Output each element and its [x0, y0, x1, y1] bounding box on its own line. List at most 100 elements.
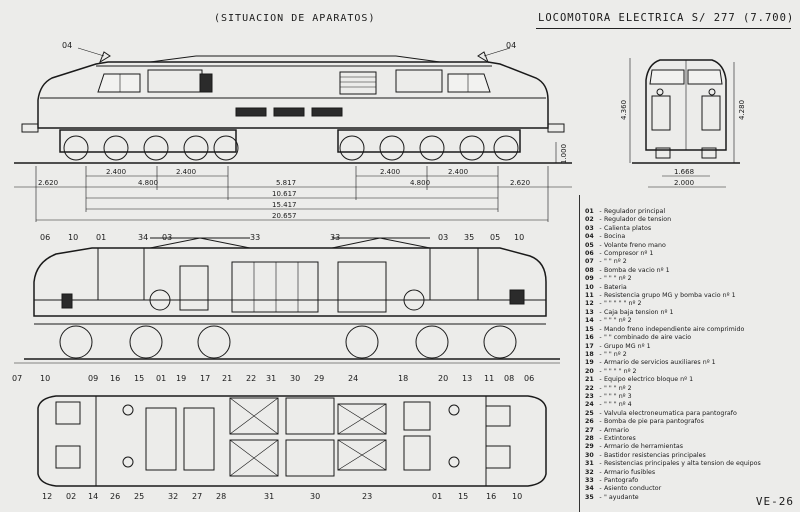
legend-code: 24 — [585, 401, 594, 409]
legend-code: 13 — [585, 308, 594, 316]
legend-code: 10 — [585, 283, 594, 291]
legend-code: 15 — [585, 325, 594, 333]
plan-callout-14: 14 — [88, 492, 98, 501]
elev-callout-03: 03 — [162, 233, 172, 242]
elevation-wheels — [59, 325, 517, 359]
plan-callout-31-bottom: 31 — [264, 492, 274, 501]
legend-item: 16-" " combinado de aire vacio — [585, 334, 797, 342]
dim-overhang-right: 2.620 — [510, 179, 530, 187]
plan-box-31b — [229, 439, 279, 477]
legend-dash: - — [599, 334, 602, 342]
plan-callout-12: 12 — [42, 492, 52, 501]
legend-item: 20-" " " " nº 2 — [585, 368, 797, 376]
plan-callout-15: 15 — [134, 374, 144, 383]
legend-text: Equipo electrico bloque nº 1 — [604, 376, 694, 384]
plan-callout-20: 20 — [438, 374, 448, 383]
pantograph-right — [331, 237, 431, 249]
legend-code: 09 — [585, 275, 594, 283]
legend-dash: - — [599, 477, 602, 484]
plan-callout-32: 32 — [168, 492, 178, 501]
legend-text: " " nº 2 — [604, 258, 627, 266]
dim-bogie-centers: 5.817 — [276, 179, 296, 187]
legend-text: Bateria — [604, 283, 627, 291]
dim-end-height-2: 4.280 — [738, 100, 746, 120]
bogie-left — [59, 129, 239, 161]
legend-code: 17 — [585, 342, 594, 350]
legend-text: Bomba de pie para pantografos — [604, 418, 704, 426]
dim-wheelbase-l1: 2.400 — [106, 168, 126, 176]
side-view: 04 04 — [14, 41, 572, 222]
plan-callout-30-bottom: 30 — [310, 492, 320, 501]
legend-code: 30 — [585, 451, 594, 459]
legend-code: 33 — [585, 477, 594, 484]
legend-item: 01-Regulador principal — [585, 208, 797, 216]
legend-code: 22 — [585, 384, 594, 392]
cab-window-right — [447, 73, 491, 93]
plan-callout-09: 09 — [88, 374, 98, 383]
legend-item: 34-Asiento conductor — [585, 485, 797, 493]
legend-dash: - — [599, 367, 602, 375]
elev-callout-05: 05 — [490, 233, 500, 242]
legend-code: 26 — [585, 418, 594, 426]
plan-callout-11: 11 — [484, 374, 494, 383]
horn-left — [98, 51, 111, 64]
plan-callout-15-bottom: 15 — [458, 492, 468, 501]
legend-code: 03 — [585, 224, 594, 232]
legend-dash: - — [599, 401, 602, 409]
legend-code: 05 — [585, 241, 594, 249]
legend-code: 31 — [585, 460, 594, 468]
end-view: 4.360 4.280 1.668 2.000 — [620, 58, 746, 188]
legend-text: Regulador principal — [604, 208, 666, 215]
legend-code: 27 — [585, 426, 594, 434]
legend-code: 35 — [585, 493, 594, 501]
legend-text: Armario fusibles — [604, 468, 656, 476]
plan-callout-28: 28 — [216, 492, 226, 501]
bogie-right — [337, 129, 521, 161]
end-body-outline — [645, 59, 727, 151]
legend-item: 35-" ayudante — [585, 494, 797, 502]
louvre-slats — [340, 76, 376, 88]
plan-callout-16-bottom: 16 — [486, 492, 496, 501]
legend-item: 18-" " nº 2 — [585, 351, 797, 359]
legend-item: 11-Resistencia grupo MG y bomba vacio nº… — [585, 292, 797, 300]
plan-callout-10-bottom: 10 — [512, 492, 522, 501]
legend-text: Bomba de vacio nº 1 — [604, 266, 670, 274]
elev-callout-10: 10 — [68, 233, 78, 242]
end-window-left — [649, 69, 685, 85]
cab-window-left — [97, 73, 141, 93]
legend-code: 29 — [585, 443, 594, 451]
legend-item: 15-Mando freno independiente aire compri… — [585, 326, 797, 334]
legend-item: 23-" " " nº 3 — [585, 393, 797, 401]
legend-item: 08-Bomba de vacio nº 1 — [585, 267, 797, 275]
legend-item: 21-Equipo electrico bloque nº 1 — [585, 376, 797, 384]
legend-dash: - — [599, 233, 602, 241]
legend-item: 31-Resistencias principales y alta tensi… — [585, 460, 797, 468]
legend-item: 10-Bateria — [585, 284, 797, 292]
legend-dash: - — [599, 224, 602, 232]
legend-text: Compresor nº 1 — [604, 250, 654, 258]
dim-buffer-height: 1.000 — [560, 144, 568, 164]
plan-callout-17: 17 — [200, 374, 210, 383]
legend-item: 27-Armario — [585, 427, 797, 435]
legend-text: Bocina — [604, 233, 626, 241]
legend-code: 34 — [585, 485, 594, 493]
legend-item: 04-Bocina — [585, 233, 797, 241]
legend-divider — [579, 195, 580, 512]
legend-text: Armario — [604, 426, 629, 434]
legend-dash: - — [599, 292, 602, 300]
legend-dash: - — [599, 300, 602, 308]
plan-callout-21: 21 — [222, 374, 232, 383]
legend-text: Regulador de tension — [604, 216, 672, 224]
legend-item: 26-Bomba de pie para pantografos — [585, 418, 797, 426]
dim-gauge: 1.668 — [674, 168, 694, 176]
side-body-outline — [37, 61, 549, 129]
legend-text: Armario de servicios auxiliares nº 1 — [604, 359, 716, 367]
legend-dash: - — [599, 460, 602, 468]
legend-item: 25-Valvula electroneumatica para pantogr… — [585, 410, 797, 418]
legend-dash: - — [599, 451, 602, 459]
side-panel-left — [147, 69, 203, 93]
legend-dash: - — [599, 418, 602, 426]
callout-04-right: 04 — [506, 41, 516, 50]
